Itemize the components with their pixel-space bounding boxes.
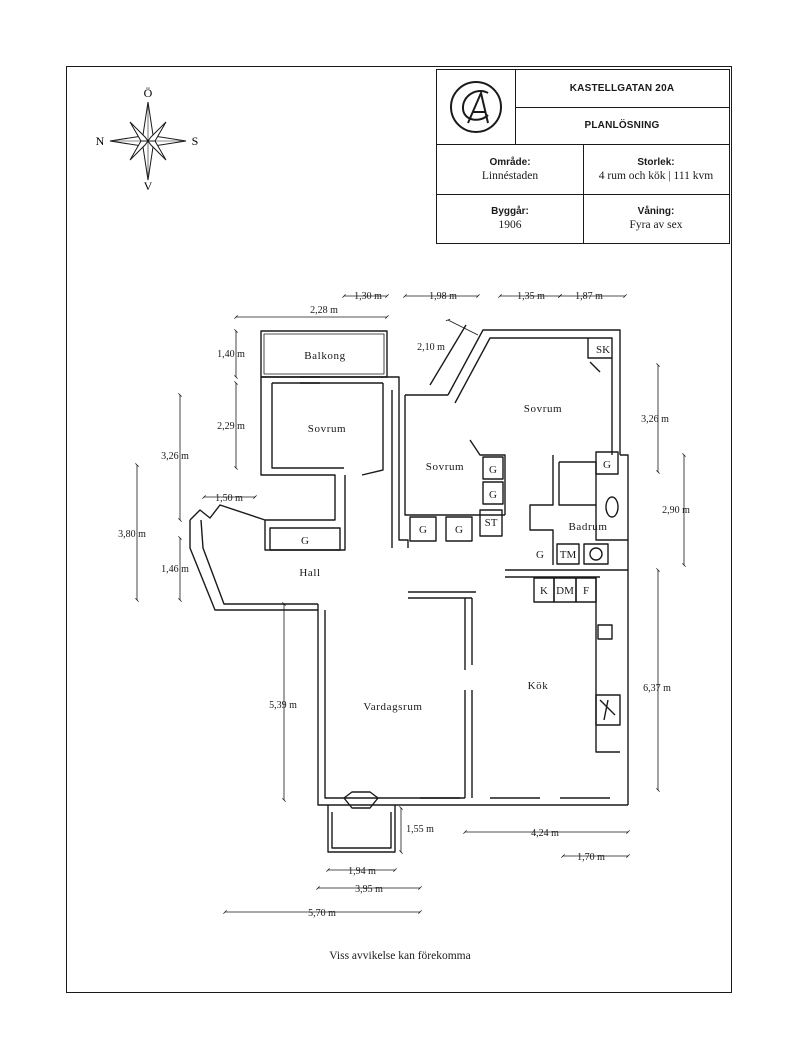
- dim-194: 1,94 m: [348, 866, 376, 877]
- compass-east-label: S: [192, 134, 199, 148]
- compass-north-label: Ö: [144, 86, 153, 100]
- built-label: Byggår:: [491, 206, 529, 217]
- dim-150: 1,50 m: [215, 493, 243, 504]
- room-label-vardagsrum: Vardagsrum: [363, 701, 422, 713]
- tb-divider: [515, 107, 729, 108]
- tb-divider: [437, 194, 729, 195]
- fixture-g-3: G: [419, 524, 427, 536]
- room-label-sovrum-1: Sovrum: [308, 423, 346, 435]
- size-cell: Storlek: 4 rum och kök | 111 kvm: [583, 144, 729, 194]
- dim-210: 2,10 m: [417, 342, 445, 353]
- fixture-f: F: [583, 585, 589, 597]
- footer-note: Viss avvikelse kan förekomma: [329, 950, 471, 962]
- fixture-tm: TM: [560, 549, 577, 561]
- floor-cell: Våning: Fyra av sex: [583, 194, 729, 243]
- room-label-balkong: Balkong: [304, 350, 345, 362]
- dim-155: 1,55 m: [406, 824, 434, 835]
- dim-170: 1,70 m: [577, 852, 605, 863]
- area-label: Område:: [489, 156, 531, 168]
- dim-637: 6,37 m: [643, 683, 671, 694]
- dim-570: 5,70 m: [308, 908, 336, 919]
- room-label-sovrum-2: Sovrum: [426, 461, 464, 473]
- dim-229: 2,29 m: [217, 421, 245, 432]
- fixture-k: K: [540, 585, 548, 597]
- dim-326-right: 3,26 m: [641, 414, 669, 425]
- dim-140: 1,40 m: [217, 349, 245, 360]
- address-title: KASTELLGATAN 20A: [569, 83, 675, 94]
- dim-326-left: 3,26 m: [161, 451, 189, 462]
- built-value: 1906: [498, 219, 522, 231]
- fixture-dm: DM: [556, 585, 574, 597]
- dim-130: 1,30 m: [354, 291, 382, 302]
- dim-290: 2,90 m: [662, 505, 690, 516]
- dim-187: 1,87 m: [575, 291, 603, 302]
- dim-146: 1,46 m: [161, 564, 189, 575]
- dim-380: 3,80 m: [118, 529, 146, 540]
- fixture-g-bath: G: [603, 459, 611, 471]
- fixture-g-4: G: [455, 524, 463, 536]
- monogram-logo-icon: [450, 81, 502, 133]
- dim-198: 1,98 m: [429, 291, 457, 302]
- dim-424: 4,24 m: [531, 828, 559, 839]
- room-label-sovrum-3: Sovrum: [524, 403, 562, 415]
- compass-rose-icon: [109, 101, 187, 181]
- title-block: KASTELLGATAN 20A PLANLÖSNING Område: Lin…: [436, 69, 730, 244]
- fixture-g-hall: G: [301, 535, 309, 547]
- plan-subtitle: PLANLÖSNING: [584, 120, 660, 131]
- size-value: 4 rum och kök | 111 kvm: [598, 169, 714, 182]
- fixture-sk: SK: [596, 344, 610, 356]
- fixture-g-2: G: [489, 489, 497, 501]
- room-label-kok: Kök: [528, 680, 549, 692]
- area-cell: Område: Linnéstaden: [437, 144, 583, 194]
- page-frame: [66, 66, 732, 993]
- dim-135: 1,35 m: [517, 291, 545, 302]
- walls: [189, 324, 629, 853]
- room-label-badrum: Badrum: [568, 521, 607, 533]
- dimension-lines: [135, 294, 686, 914]
- compass-south-label: V: [144, 179, 153, 193]
- room-label-hall: Hall: [299, 567, 320, 579]
- fixture-g-5: G: [536, 549, 544, 561]
- size-label: Storlek:: [637, 156, 675, 168]
- dim-539: 5,39 m: [269, 700, 297, 711]
- fixture-g-1: G: [489, 464, 497, 476]
- tb-divider: [583, 144, 584, 243]
- logo-cell: [437, 70, 515, 144]
- floor-label: Våning:: [637, 206, 675, 217]
- floor-value: Fyra av sex: [629, 219, 683, 231]
- area-value: Linnéstaden: [481, 169, 539, 182]
- dim-395: 3,95 m: [355, 884, 383, 895]
- compass-west-label: N: [96, 134, 105, 148]
- built-cell: Byggår: 1906: [437, 194, 583, 243]
- fixture-st: ST: [485, 517, 498, 529]
- dim-228: 2,28 m: [310, 305, 338, 316]
